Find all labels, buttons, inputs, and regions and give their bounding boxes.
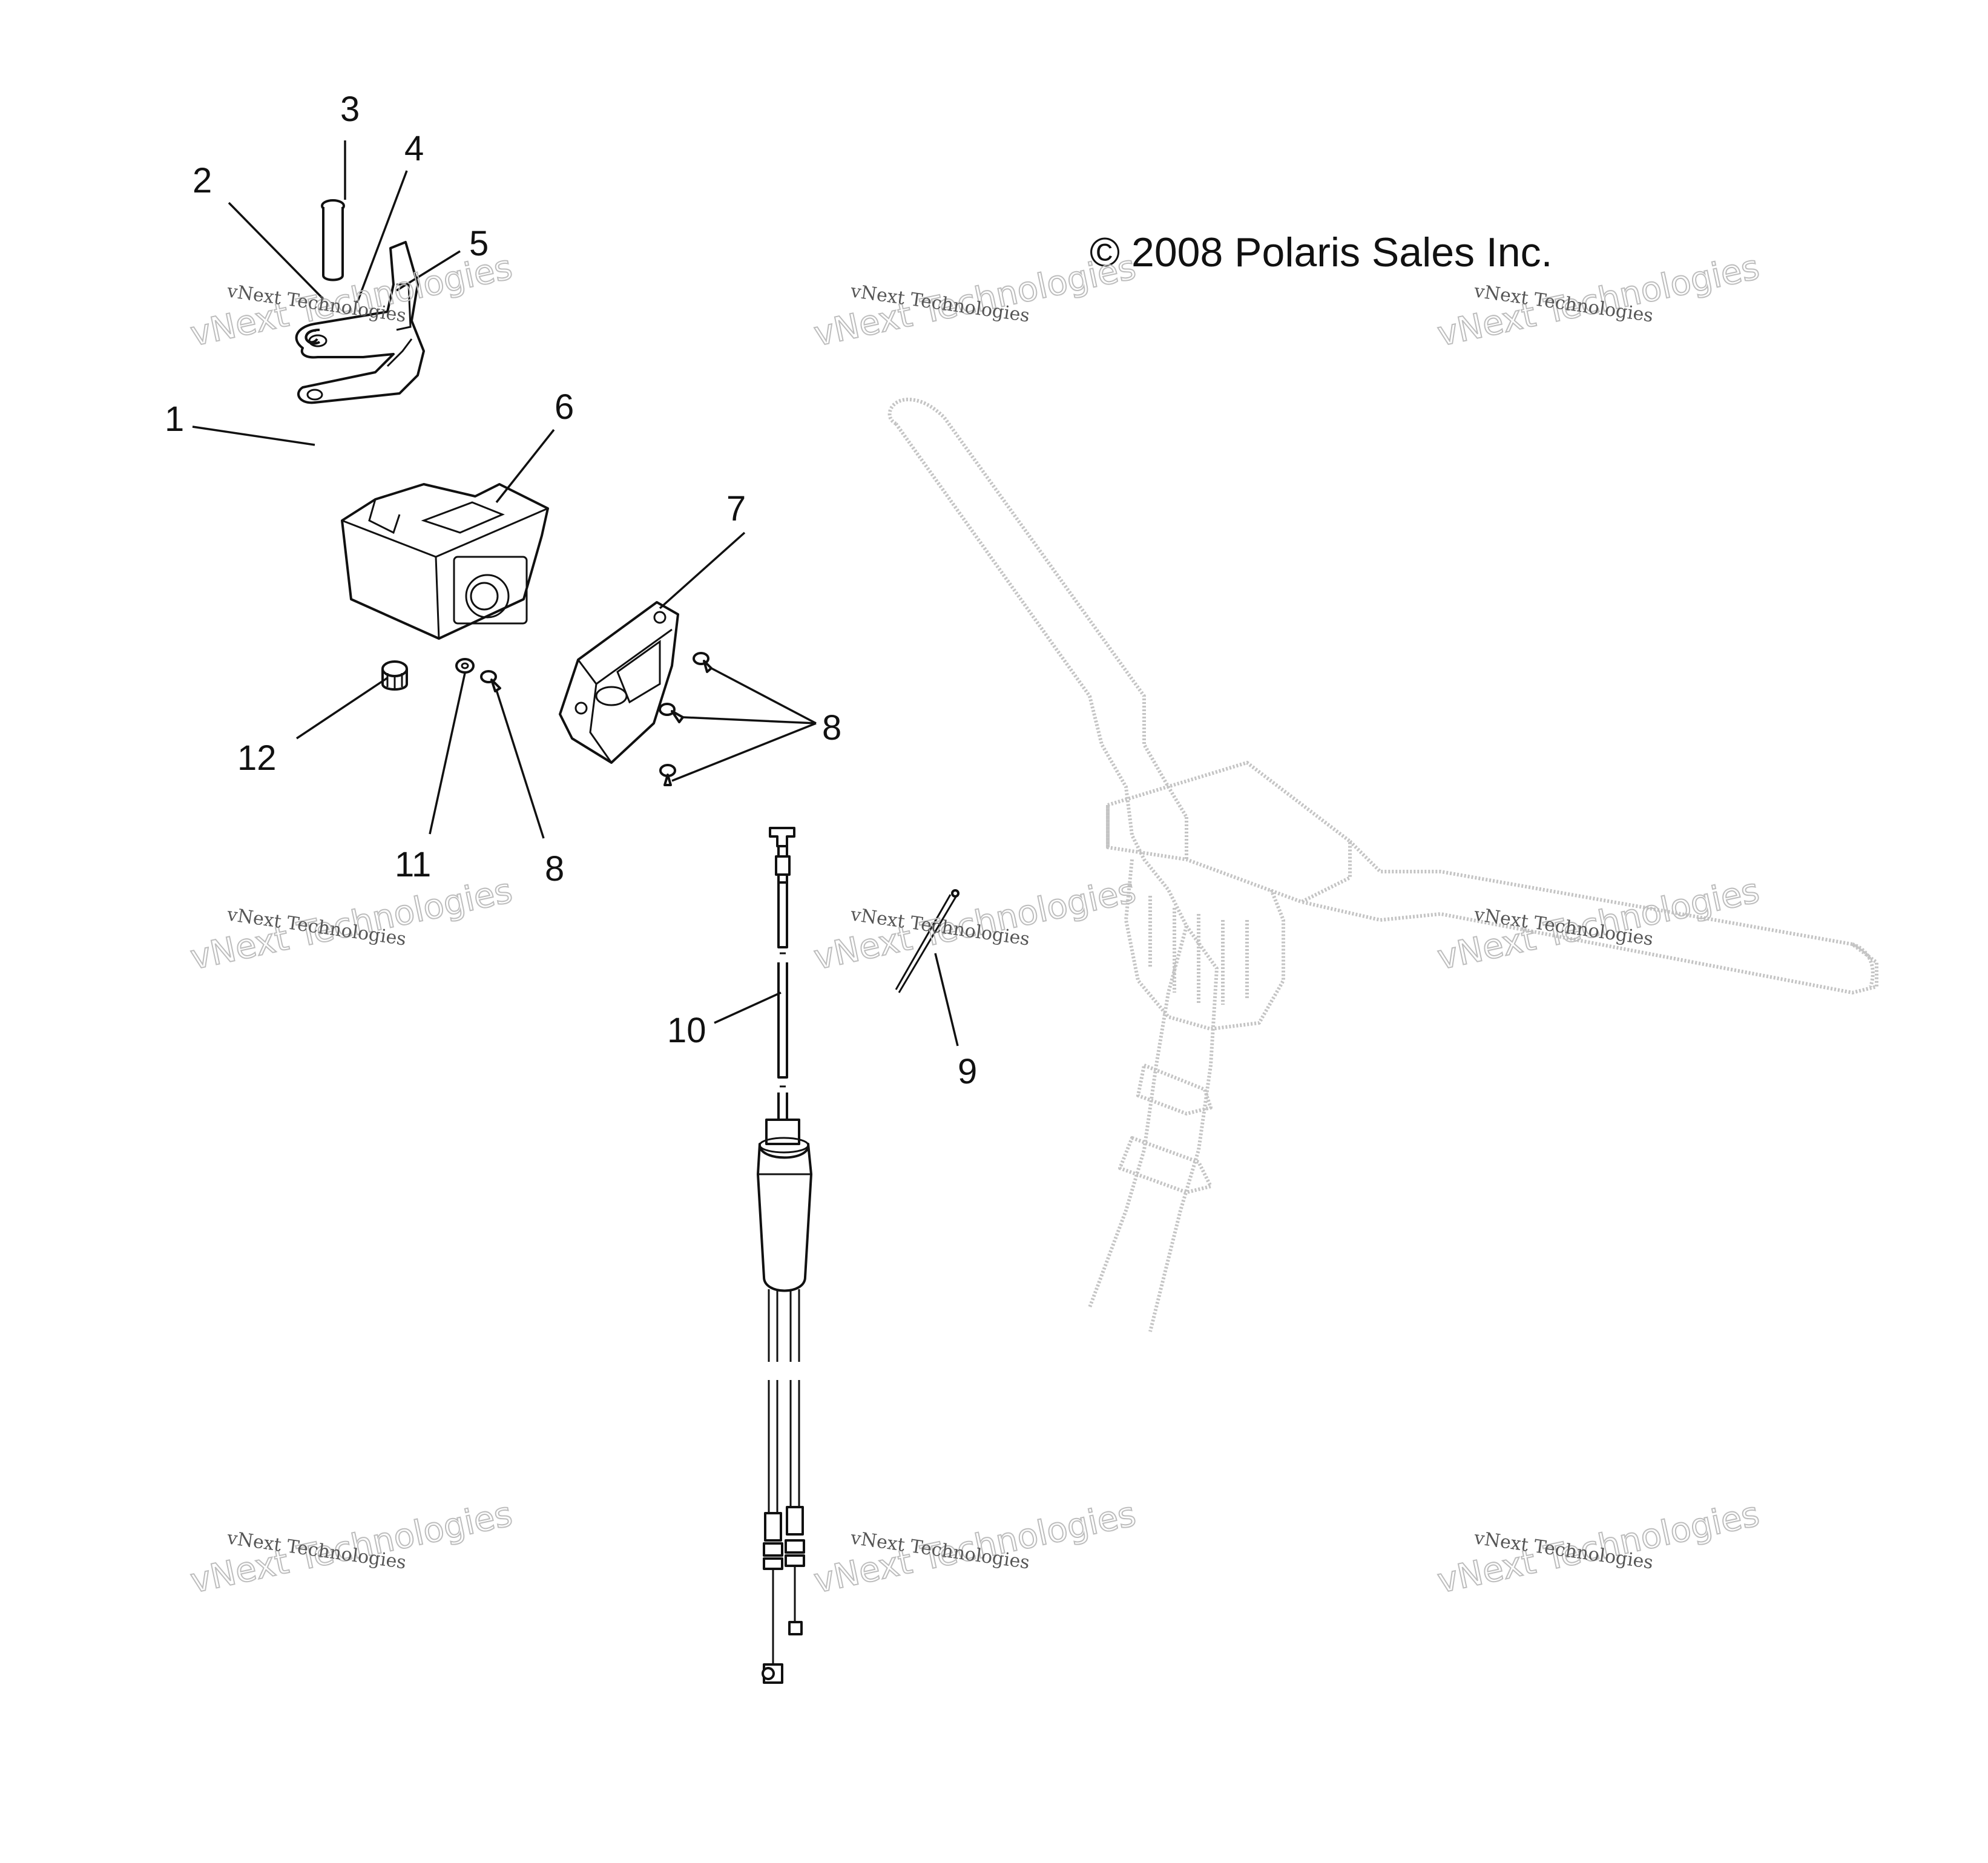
- part-pin: [321, 199, 345, 281]
- part-wire: [895, 889, 959, 993]
- screw-b: [659, 703, 684, 723]
- leader-10: [714, 991, 782, 1024]
- callout-1: 1: [165, 399, 184, 439]
- callout-8-lower: 8: [545, 849, 564, 889]
- watermark-stamp: vNext Technologies vNext Technologies: [186, 1494, 516, 1602]
- part-throttle-cable: [757, 827, 812, 1684]
- watermark-stamp: vNext Technologies vNext Technologies: [810, 1494, 1140, 1602]
- callout-labels: 1 2 3 4 5 6 7 8 8 9 10 11 12: [165, 90, 977, 1091]
- leader-8a-1: [711, 667, 817, 724]
- leader-8a-2: [682, 716, 817, 724]
- callout-4: 4: [404, 129, 424, 168]
- callout-5: 5: [469, 224, 489, 263]
- part-bracket: [295, 241, 425, 404]
- callout-7: 7: [726, 489, 746, 528]
- watermark-stamp: vNext Technologies vNext Technologies: [186, 870, 516, 978]
- leader-8b: [495, 689, 545, 839]
- watermark-stamp: vNext Technologies vNext Technologies: [1433, 870, 1763, 978]
- callout-11: 11: [395, 845, 431, 884]
- part-throttle-cover: [559, 601, 679, 764]
- leader-9: [934, 953, 959, 1046]
- callout-9: 9: [958, 1052, 977, 1091]
- callout-12: 12: [237, 738, 277, 778]
- callout-8-upper: 8: [822, 708, 841, 748]
- leader-8a-3: [671, 722, 817, 782]
- leader-1: [192, 426, 315, 446]
- callout-2: 2: [193, 161, 212, 200]
- leader-12: [296, 677, 388, 740]
- watermarks: vNext Technologies vNext Technologies vN…: [186, 247, 1763, 1602]
- part-screws: [480, 652, 713, 786]
- part-throttle-housing: [341, 483, 549, 640]
- screw-d: [480, 670, 501, 692]
- leader-11: [429, 672, 466, 835]
- part-washer: [455, 658, 475, 674]
- leader-2: [228, 202, 325, 301]
- watermark-stamp: vNext Technologies vNext Technologies: [810, 870, 1140, 978]
- copyright-notice: © 2008 Polaris Sales Inc.: [1090, 229, 1553, 275]
- callout-3: 3: [340, 90, 360, 129]
- callout-6: 6: [555, 387, 574, 427]
- watermark-stamp: vNext Technologies vNext Technologies: [810, 247, 1140, 355]
- callout-10: 10: [667, 1011, 706, 1050]
- leader-4: [356, 170, 408, 303]
- screw-c: [659, 764, 676, 786]
- watermark-stamp: vNext Technologies vNext Technologies: [1433, 1494, 1763, 1602]
- leader-5: [396, 250, 461, 292]
- screw-a: [693, 652, 713, 673]
- part-clip-1: [304, 329, 318, 344]
- handlebar-ghost: [887, 398, 1878, 1332]
- part-cap: [381, 660, 408, 691]
- leader-7: [659, 531, 746, 610]
- leader-6: [495, 429, 555, 504]
- leader-lines: [192, 140, 959, 1046]
